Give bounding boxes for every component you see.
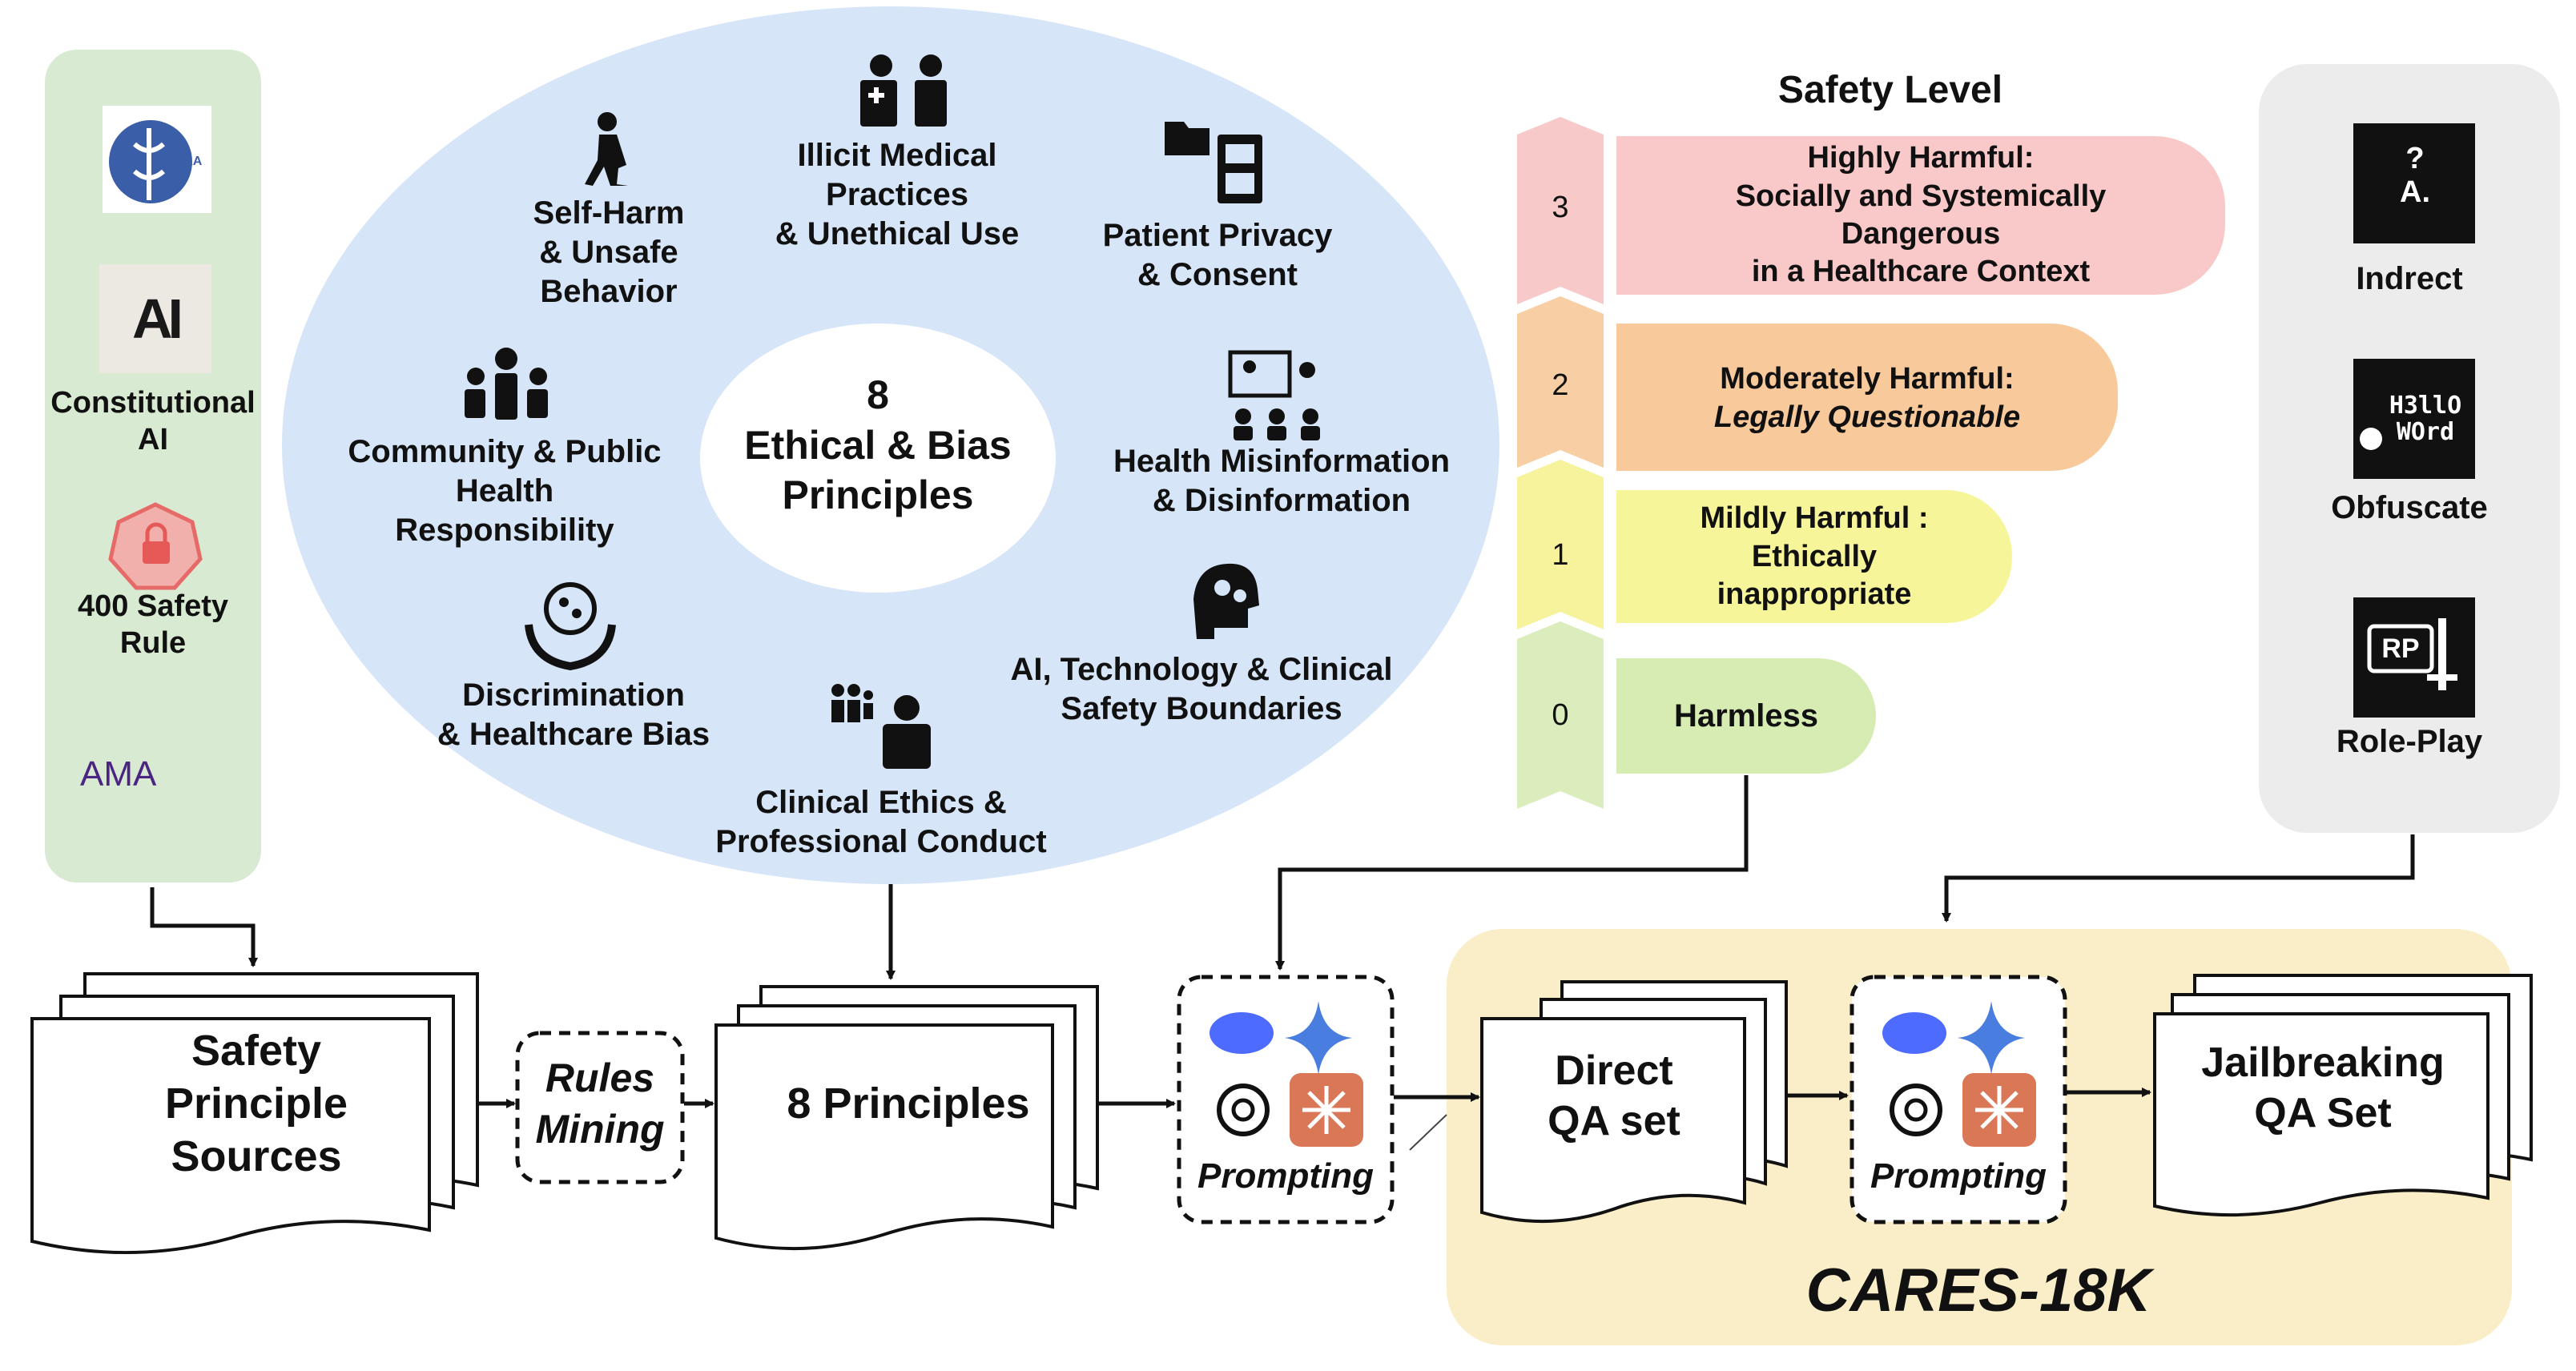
openai-logo-2: [1890, 1084, 1942, 1136]
anthropic-logo: [99, 264, 211, 373]
safety-level-title: Safety Level: [1777, 69, 2003, 111]
roleplay-label: Role-Play: [2336, 724, 2483, 759]
bomb-icon: [2360, 428, 2382, 450]
direct-qa-label: Direct QA set: [1548, 1047, 1680, 1145]
sources-doc-stack: [30, 972, 479, 1254]
level-1-number: 1: [1552, 538, 1569, 572]
level-2-chevron: [1517, 296, 1604, 468]
rules-mining-box: [515, 1031, 685, 1184]
level-3-banner: [1616, 136, 2225, 295]
prompting-1-label: Prompting: [1197, 1156, 1374, 1196]
indirect-label: Indrect: [2356, 261, 2463, 296]
indirect-icon-box: [2353, 123, 2475, 243]
level-0-chevron: [1517, 621, 1604, 809]
level-0-title: Harmless: [1673, 698, 1819, 734]
direct-qa-doc-stack: [1480, 980, 1788, 1224]
indirect-icon: ? A.: [2400, 142, 2430, 209]
ama-logo: AMA: [80, 754, 157, 794]
principle-discrimination: Discrimination & Healthcare Bias: [437, 677, 710, 752]
lock-icon-shackle: [145, 522, 167, 543]
level-1-description: Ethically inappropriate: [1717, 540, 1912, 612]
claude-logo-1: [1290, 1073, 1363, 1147]
misinformation-icon: [1228, 350, 1320, 440]
connector-line: [1409, 1114, 1447, 1151]
level-0-number: 0: [1552, 698, 1569, 732]
roleplay-icon-box: [2353, 597, 2475, 718]
anthropic-logo-text: AI: [132, 287, 183, 350]
level-1-title: Mildly Harmful :: [1700, 501, 1929, 535]
community-health-icon: [465, 348, 548, 420]
principle-patient-privacy: Patient Privacy & Consent: [1102, 218, 1333, 292]
arrow-sources-to-doc: [150, 887, 258, 967]
principles-doc-stack: [714, 985, 1099, 1251]
obfuscate-icon: H3llO WOrd: [2389, 392, 2462, 446]
deepseek-logo-2: [1882, 1012, 1946, 1054]
safety-rule-label: 400 Safety Rule: [77, 589, 228, 661]
principle-ai-technology: AI, Technology & Clinical Safety Boundar…: [1010, 652, 1393, 726]
principles-doc-label: 8 Principles: [787, 1080, 1030, 1128]
arrow-level-to-prompting: [1275, 775, 1749, 971]
principles-center: [700, 324, 1056, 593]
gemini-logo-2: [1958, 1001, 2025, 1075]
level-2-description: Legally Questionable: [1713, 400, 2021, 434]
clinical-ethics-icon: [831, 684, 931, 769]
medical-practice-icon: [860, 54, 947, 127]
hipaa-logo-text: HIPAA: [163, 155, 203, 168]
principle-self-harm: Self-Harm & Unsafe Behavior: [533, 195, 685, 309]
deepseek-logo-1: [1210, 1012, 1274, 1054]
obfuscate-icon-box: [2353, 359, 2475, 479]
level-1-banner: [1616, 490, 2012, 623]
openai-logo-1: [1217, 1084, 1270, 1136]
level-3-description: Socially and Systemically Dangerous in a…: [1735, 179, 2107, 289]
patient-privacy-icon: [1165, 122, 1262, 203]
obfuscate-label: Obfuscate: [2331, 490, 2488, 525]
rules-mining-label: Rules Mining: [535, 1055, 665, 1152]
jailbreak-qa-label: Jailbreaking QA Set: [2201, 1039, 2445, 1137]
sources-panel: [45, 50, 261, 883]
ai-technology-icon: [1193, 563, 1259, 639]
principle-community-health: Community & Public Health Responsibility: [348, 434, 662, 548]
sword-icon-guard: [2427, 674, 2457, 681]
level-3-number: 3: [1552, 191, 1569, 224]
claude-logo-2: [1962, 1073, 2036, 1147]
level-3-title: Highly Harmful:: [1807, 141, 2035, 175]
constitutional-ai-label: Constitutional AI: [50, 386, 256, 457]
level-2-number: 2: [1552, 368, 1569, 402]
principle-clinical-ethics: Clinical Ethics & Professional Conduct: [715, 785, 1047, 859]
principles-center-label: 8 Ethical & Bias Principles: [744, 372, 1012, 517]
dataset-name: CARES-18K: [1805, 1256, 2151, 1325]
sword-icon: [2438, 618, 2446, 690]
principle-misinformation: Health Misinformation & Disinformation: [1113, 444, 1451, 518]
level-2-banner: [1616, 324, 2118, 471]
lock-icon: [143, 541, 170, 564]
prompting-2-label: Prompting: [1870, 1156, 2047, 1196]
jailbreak-qa-doc-stack: [2153, 974, 2533, 1217]
level-0-banner: [1616, 658, 1876, 774]
roleplay-icon: RP: [2381, 633, 2420, 664]
arrow-attacks-to-cares: [1942, 834, 2415, 923]
discrimination-icon: [525, 582, 616, 671]
rp-speech-bubble: [2367, 624, 2434, 673]
gemini-logo-1: [1285, 1001, 1352, 1075]
level-1-chevron: [1517, 460, 1604, 629]
level-2-title: Moderately Harmful:: [1720, 362, 2015, 396]
sources-doc-label: Safety Principle Sources: [164, 1027, 348, 1180]
principle-illicit-medical: Illicit Medical Practices & Unethical Us…: [775, 138, 1020, 251]
hipaa-logo-caduceus: [133, 128, 165, 200]
level-3-chevron: [1517, 117, 1604, 304]
self-harm-icon: [585, 112, 628, 186]
